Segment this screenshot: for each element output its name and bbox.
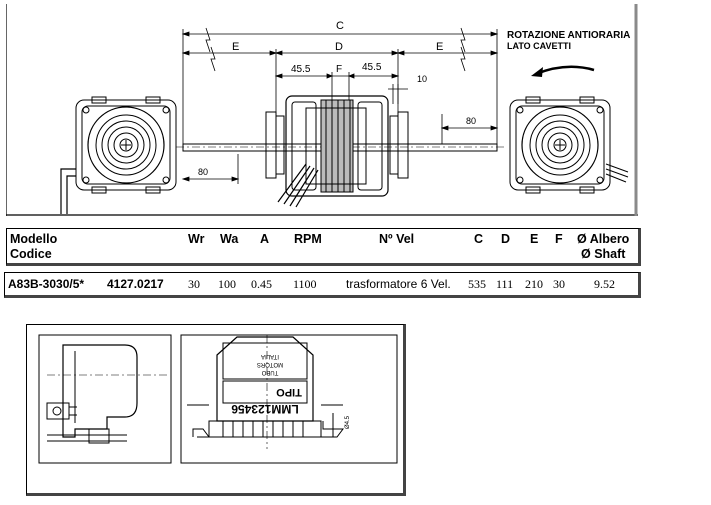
dim-e-right-label: E [436, 41, 443, 53]
connector-brand-tubo: TUBO [261, 369, 278, 375]
connector-tipo-label: TIPO [276, 386, 302, 398]
cell-e: 210 [525, 277, 543, 291]
header-d: D [501, 232, 511, 246]
dim-f-label: F [336, 64, 342, 75]
dim-e-left-label: E [232, 41, 239, 53]
cell-shaft: 9.52 [594, 277, 615, 291]
dim-455-left-label: 45.5 [291, 64, 311, 75]
dimension-lines [181, 27, 499, 184]
cell-wr: 30 [188, 277, 200, 291]
cell-codice: 4127.0217 [107, 277, 164, 291]
header-wr: Wr [188, 232, 205, 246]
header-wa: Wa [220, 232, 239, 246]
header-shaft: Ø Shaft [581, 247, 626, 261]
cell-modello: A83B-3030/5* [8, 277, 85, 291]
dim-455-right-label: 45.5 [362, 62, 382, 73]
rotation-label: ROTAZIONE ANTIORARIA [507, 30, 630, 41]
header-albero: Ø Albero [577, 232, 630, 246]
dim-80-left-label: 80 [198, 167, 208, 177]
cell-rpm: 1100 [293, 277, 317, 291]
dim-d-label: D [335, 41, 343, 53]
header-f: F [555, 232, 563, 246]
header-rpm: RPM [294, 232, 322, 246]
right-end-view [509, 96, 629, 194]
dim-80-right-label: 80 [466, 116, 476, 126]
cell-nvel: trasformatore 6 Vel. [346, 277, 451, 291]
cell-c: 535 [468, 277, 486, 291]
connector-brand-italia: ITALIA [261, 353, 279, 359]
connector-dim-label: Ø4.5 [345, 415, 351, 429]
cable-side-label: LATO CAVETTI [507, 41, 571, 51]
connector-brand-motors: MOTORS [257, 361, 283, 367]
cell-f: 30 [553, 277, 565, 291]
header-codice: Codice [10, 247, 52, 261]
connector-model-label: LMM123456 [231, 402, 299, 416]
dim-c-label: C [336, 20, 344, 32]
header-modello: Modello [10, 232, 58, 246]
motor-side-view [176, 95, 506, 208]
left-end-view [60, 96, 177, 214]
table-row: A83B-3030/5* 4127.0217 30 100 0.45 1100 … [4, 272, 641, 298]
cell-d: 111 [496, 277, 514, 291]
header-e: E [530, 232, 539, 246]
cell-a: 0.45 [251, 277, 272, 291]
connector-drawing-panel: ITALIA MOTORS TUBO TIPO LMM123456 Ø4.5 [26, 324, 406, 496]
spec-table-header: Modello Codice Wr Wa A RPM Nº Vel C D E … [6, 228, 641, 266]
rotation-arrow-icon [535, 65, 595, 76]
dim-10-label: 10 [417, 74, 427, 84]
header-nvel: Nº Vel [379, 232, 415, 246]
cell-wa: 100 [218, 277, 236, 291]
motor-drawing: C E D E 45.5 F 45.5 10 80 80 ROTAZIONE A… [6, 4, 638, 216]
header-a: A [260, 232, 270, 246]
header-c: C [474, 232, 484, 246]
motor-drawing-panel: C E D E 45.5 F 45.5 10 80 80 ROTAZIONE A… [6, 4, 638, 216]
connector-drawing: ITALIA MOTORS TUBO TIPO LMM123456 Ø4.5 [38, 334, 398, 464]
